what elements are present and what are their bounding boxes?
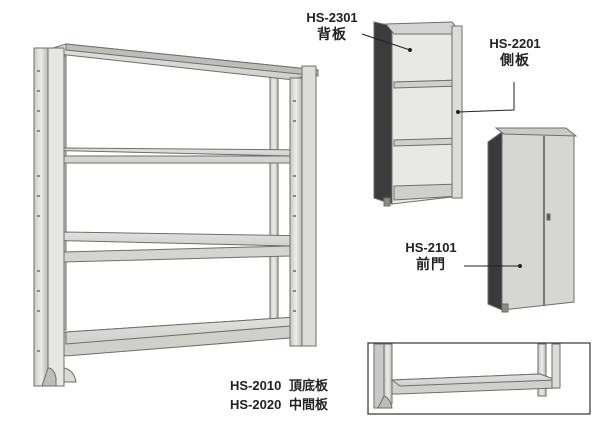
door-handle <box>546 213 551 221</box>
middle-label: HS-2020 中間板 <box>230 397 364 413</box>
front-door-name: 前門 <box>416 256 446 272</box>
side-panel-callout <box>457 82 515 113</box>
front-post-left <box>33 47 49 387</box>
back-panel-label: HS-2301 背板 <box>296 10 368 42</box>
top-bottom-name: 頂底板 <box>288 378 328 393</box>
top-bottom-code: HS-2010 <box>230 378 282 393</box>
back-panel-code: HS-2301 <box>306 10 358 25</box>
inset-detail <box>367 342 591 415</box>
side-panel-name: 側板 <box>500 52 530 68</box>
front-door-surface <box>501 131 575 311</box>
back-panel-callout <box>361 33 411 51</box>
callout-lines <box>361 33 522 268</box>
shelving-unit <box>33 43 319 387</box>
panel-unit-side-dark <box>373 21 393 205</box>
side-panel-label: HS-2201 側板 <box>478 36 552 68</box>
front-post-right <box>289 77 303 347</box>
side-panel-code: HS-2201 <box>489 36 541 51</box>
front-door-label: HS-2101 前門 <box>394 240 468 272</box>
post-holes <box>37 70 296 352</box>
front-door-code: HS-2101 <box>405 240 457 255</box>
middle-name: 中間板 <box>288 397 328 412</box>
panel-unit <box>373 21 464 207</box>
middle-code: HS-2020 <box>230 397 282 412</box>
shelf-2 <box>35 147 315 157</box>
back-panel-surface <box>391 25 461 205</box>
back-panel-name: 背板 <box>317 26 347 42</box>
door-cabinet <box>487 127 578 313</box>
rear-post-right <box>269 75 279 339</box>
top-bottom-label: HS-2010 頂底板 <box>230 378 364 394</box>
